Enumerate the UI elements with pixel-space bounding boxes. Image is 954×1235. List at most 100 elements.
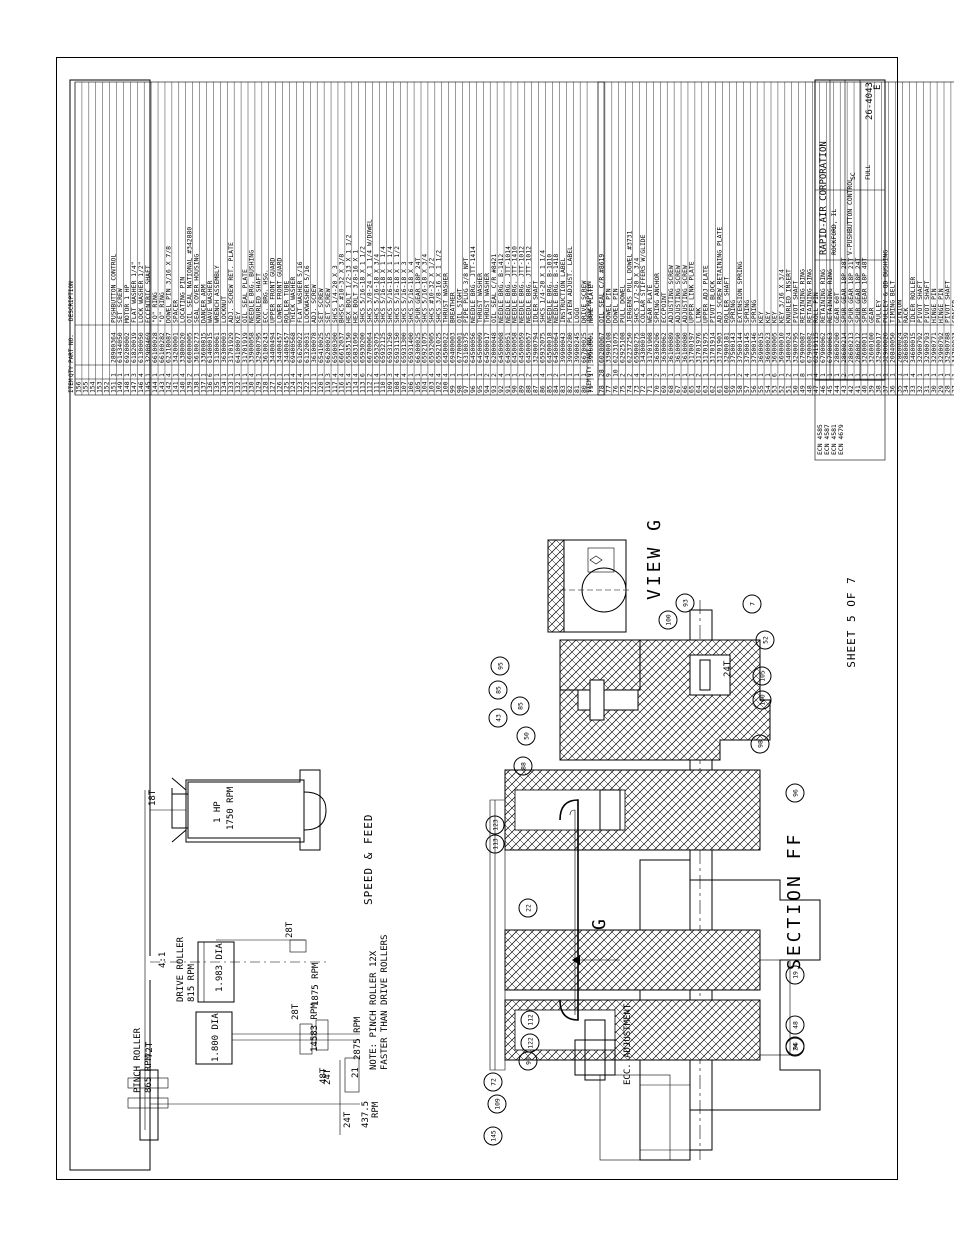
parts-right-cell: 1 xyxy=(504,373,512,377)
parts-right-cell: 82 xyxy=(566,385,574,393)
parts-right-cell: OIL SEAL PLATE xyxy=(241,269,249,323)
parts-left-cell: 36 xyxy=(888,385,896,393)
parts-right-cell: 107 xyxy=(400,381,408,393)
parts-right-cell: 64500008 xyxy=(497,332,505,363)
parts-right-cell: 153 xyxy=(95,381,103,393)
parts-right-cell: 98 xyxy=(455,385,463,393)
parts-left-cell: 54 xyxy=(764,385,772,393)
parts-right-cell: 1 xyxy=(158,373,166,377)
parts-right-cell: SHCS 5/16-18 X 1 1/2 xyxy=(358,246,366,323)
parts-left-cell: PIVOT BLOCK xyxy=(708,281,716,323)
parts-right-cell: 155 xyxy=(82,381,90,393)
balloon-label: 7 xyxy=(749,602,757,606)
parts-right-cell: 1 xyxy=(241,373,249,377)
parts-right-cell: 3 xyxy=(130,373,138,377)
parts-right-cell: ECCENTRIC SHAFT xyxy=(144,265,152,323)
parts-right-cell: 65900300 xyxy=(331,332,339,363)
parts-right-cell: 1 xyxy=(262,373,270,377)
balloon-label: 98 xyxy=(757,740,765,748)
parts-right-cell: FLAT WASHER 1/4" xyxy=(130,261,138,323)
parts-right-cell: 133 xyxy=(227,381,235,393)
parts-left-cell: 38 xyxy=(875,385,883,393)
parts-left-cell: EXTENSION SPRING xyxy=(736,261,744,323)
parts-right-cell: 4 xyxy=(497,373,505,377)
parts-right-cell: 4 xyxy=(179,373,187,377)
parts-right-cell: LOCKWASHER 5/16 xyxy=(303,265,311,323)
parts-right-cell: NAME PLATE xyxy=(587,284,595,323)
balloon-circle xyxy=(752,690,772,710)
rpm-unit: RPM xyxy=(371,1101,381,1118)
balloon-label: 90 xyxy=(525,1057,533,1065)
parts-right-cell: 1 xyxy=(407,373,415,377)
parts-left-cell: DOWEL PIN xyxy=(612,288,620,323)
parts-right-cell: KEY xyxy=(234,311,242,323)
balloon-circle xyxy=(520,1033,540,1053)
parts-left-cell: SPACER xyxy=(951,300,954,323)
parts-left-cell: 78 xyxy=(598,385,606,393)
parts-right-header-2: PART NO. xyxy=(68,334,75,363)
gear-21t: 21 xyxy=(351,1067,361,1078)
parts-left-cell: 32600011 xyxy=(861,332,869,363)
parts-right-cell: NEEDLE BRG. JTT-1414 xyxy=(469,246,477,323)
parts-right-cell: 102 xyxy=(435,381,443,393)
balloon-label: 22 xyxy=(525,904,533,912)
parts-right-cell: 65835150 xyxy=(345,332,353,363)
parts-right-cell: 34400457 xyxy=(282,332,290,363)
parts-left-cell: PINION xyxy=(895,300,903,323)
parts-left-cell: 44 xyxy=(833,385,841,393)
gear-28t-a: 28T xyxy=(285,921,295,938)
section-ff: 24T G ECC. ADJUSTMENT SECTION FF xyxy=(489,600,821,1161)
balloon-circle xyxy=(755,630,775,650)
parts-left-cell: JERGENS PULL DOWEL #3731 xyxy=(625,231,633,323)
parts-right-cell: NEEDLE BRG. B-1010 xyxy=(545,254,553,323)
parts-right-cell: 94 xyxy=(483,385,491,393)
parts-right-cell: 1 xyxy=(172,373,180,377)
section-ff-title: SECTION FF xyxy=(784,832,805,970)
parts-left-cell: 59 xyxy=(729,385,737,393)
parts-left-cell: 28 xyxy=(598,369,606,377)
parts-right-cell: 112 xyxy=(365,381,373,393)
parts-right-cell: 1 xyxy=(275,373,283,377)
speed-feed-title: SPEED & FEED xyxy=(362,814,375,905)
parts-left-cell: 36100090 xyxy=(674,332,682,363)
parts-right-cell: OIL SEAL NATIONAL #342880 xyxy=(185,227,193,323)
parts-right-cell: SHCS 5/16-18 X 3/4 xyxy=(421,254,429,323)
parts-left-cell: COLLAR STIFFERS W/GLIDE xyxy=(639,234,647,323)
parts-right-cell: 104 xyxy=(421,381,429,393)
balloon-label: 113 xyxy=(492,838,500,850)
parts-right-cell: KNURLED SHAFT xyxy=(255,273,263,323)
balloon-circle xyxy=(518,898,538,918)
parts-right-cell: 64100077 xyxy=(234,332,242,363)
balloon-label: 93 xyxy=(682,599,690,607)
parts-right-cell: 115 xyxy=(345,381,353,393)
parts-right-cell: 123 xyxy=(296,381,304,393)
parts-right-cell: 1 xyxy=(531,373,539,377)
parts-left-cell: 1 xyxy=(861,373,869,377)
parts-right-cell: 2 xyxy=(185,373,193,377)
balloon-label: 123 xyxy=(492,819,500,831)
parts-left-cell: 3 xyxy=(660,373,668,377)
parts-right-cell: 3 xyxy=(386,373,394,377)
balloon-label: 145 xyxy=(490,1130,498,1142)
parts-left-cell: PIVOT SHAFT xyxy=(916,281,924,323)
parts-right-cell: 64500057 xyxy=(525,332,533,363)
parts-left-cell: 1 xyxy=(951,373,954,377)
pinch-roller-label: PINCH ROLLER xyxy=(133,1027,143,1093)
parts-right-cell: ADJ. SCREW RET. PLATE xyxy=(227,242,235,323)
parts-right-cell: SHCS 5/16-18 X 1 1/2 xyxy=(393,246,401,323)
parts-right-cell: 138 xyxy=(192,381,200,393)
parts-right-cell: SHCS 1/4-20 X 3 xyxy=(331,265,339,323)
parts-right-cell: 109 xyxy=(386,381,394,393)
parts-right-cell: 1 xyxy=(144,373,152,377)
parts-left-cell: 2 xyxy=(840,373,848,377)
parts-left-cell: 57 xyxy=(743,385,751,393)
parts-right-cell: 151 xyxy=(109,381,117,393)
balloon-label: 72 xyxy=(490,1078,498,1086)
parts-left-cell: 43 xyxy=(840,385,848,393)
parts-right-cell: 65932075 xyxy=(538,332,546,363)
parts-right-cell: 4 xyxy=(400,373,408,377)
parts-right-cell: 33800020 xyxy=(179,332,187,363)
parts-right-cell: 91 xyxy=(504,385,512,393)
